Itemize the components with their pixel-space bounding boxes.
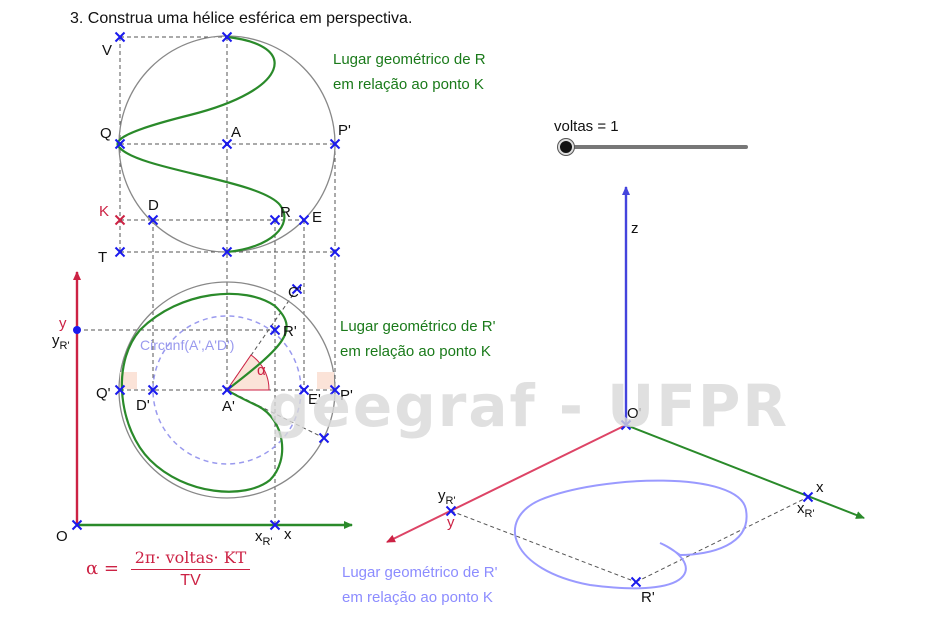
label-K: K xyxy=(99,203,109,220)
locus-r-line-1: Lugar geométrico de R xyxy=(333,51,486,68)
slider-track[interactable] xyxy=(564,145,748,149)
label-z: z xyxy=(631,220,639,237)
marker-Q[interactable] xyxy=(114,138,126,150)
marker-A[interactable] xyxy=(221,138,233,150)
marker-K[interactable] xyxy=(114,214,126,226)
label-Q: Q xyxy=(100,125,112,142)
locus-r-prime-line-2: em relação ao ponto K xyxy=(340,343,491,360)
locus-r-prime-line-1: Lugar geométrico de R' xyxy=(340,318,496,335)
label-P-prime: P' xyxy=(338,122,351,139)
marker-T-right[interactable] xyxy=(329,246,341,258)
formula-numerator: 2π· voltas· KT xyxy=(130,548,251,570)
marker-y-R-prime-3d[interactable] xyxy=(445,505,457,517)
locus-r-annotation: Lugar geométrico de R em relação ao pont… xyxy=(333,47,486,97)
label-R-prime: R' xyxy=(283,323,297,340)
formula-lhs: α = xyxy=(86,558,119,579)
point-markers xyxy=(71,31,814,588)
voltas-slider[interactable] xyxy=(558,139,750,155)
marker-bottom-pole[interactable] xyxy=(221,246,233,258)
formula-fraction: 2π· voltas· KT TV xyxy=(130,548,251,590)
label-y-axis-3d: y xyxy=(447,514,455,531)
circ-a-d-label: Circunf(A',A'D') xyxy=(140,337,234,353)
label-x-axis-3d: x xyxy=(816,479,824,496)
label-xR-3d: xR' xyxy=(797,500,815,520)
label-C-prime: C' xyxy=(288,284,302,301)
label-R-prime-3d: R' xyxy=(641,589,655,606)
helix-front-curve xyxy=(116,35,286,254)
page-title: 3. Construa uma hélice esférica em persp… xyxy=(70,10,413,27)
label-yR-3d: yR' xyxy=(438,487,456,507)
locus-r-prime-annotation: Lugar geométrico de R' em relação ao pon… xyxy=(340,314,495,364)
label-D: D xyxy=(148,197,159,214)
marker-Q-prime[interactable] xyxy=(114,384,126,396)
label-V: V xyxy=(102,42,112,59)
circ-a-d xyxy=(152,315,302,465)
watermark: geegraf - UFPR xyxy=(268,372,790,440)
locus-r-line-2: em relação ao ponto K xyxy=(333,76,484,93)
marker-A-prime[interactable] xyxy=(221,384,233,396)
alpha-formula: α = 2π· voltas· KT TV xyxy=(86,548,251,590)
label-D-prime: D' xyxy=(136,397,150,414)
slider-knob[interactable] xyxy=(558,139,574,155)
projection-lines-3d xyxy=(450,496,809,583)
helix-top-curve xyxy=(120,292,288,493)
right-angle-left xyxy=(120,372,137,389)
label-x-axis: x xyxy=(284,526,292,543)
marker-E-prime[interactable] xyxy=(298,384,310,396)
y-r-prime-dot xyxy=(73,326,81,334)
label-P-prime-2: P' xyxy=(340,387,353,404)
label-A: A xyxy=(231,124,241,141)
marker-lower-diag[interactable] xyxy=(318,432,330,444)
y-axis-3d xyxy=(386,424,627,543)
marker-D-prime[interactable] xyxy=(147,384,159,396)
label-y: y xyxy=(59,315,67,332)
label-E-prime: E' xyxy=(308,391,321,408)
label-Q-prime: Q' xyxy=(96,385,111,402)
marker-O-prime[interactable] xyxy=(620,419,632,431)
label-R: R xyxy=(280,204,291,221)
marker-R-prime-3d[interactable] xyxy=(630,576,642,588)
marker-C-prime[interactable] xyxy=(291,283,303,295)
locus-r-prime-3d-annotation: Lugar geométrico de R' em relação ao pon… xyxy=(342,560,497,610)
marker-P-prime[interactable] xyxy=(329,138,341,150)
label-xR: xR' xyxy=(255,528,273,548)
marker-top-pole[interactable] xyxy=(221,31,233,43)
locus-r-prime-3d xyxy=(513,479,748,590)
label-E: E xyxy=(312,209,322,226)
label-alpha: α xyxy=(257,362,266,379)
right-angle-right xyxy=(317,372,334,389)
label-A-prime: A' xyxy=(222,398,235,415)
x-axis-3d xyxy=(625,424,865,519)
marker-T[interactable] xyxy=(114,246,126,258)
locus-r-prime-3d-line-2: em relação ao ponto K xyxy=(342,589,493,606)
marker-R[interactable] xyxy=(269,214,281,226)
formula-denominator: TV xyxy=(180,572,201,589)
marker-x-R-prime-3d[interactable] xyxy=(802,491,814,503)
label-yR: yR' xyxy=(52,332,70,352)
marker-V[interactable] xyxy=(114,31,126,43)
marker-D[interactable] xyxy=(147,214,159,226)
slider-label: voltas = 1 xyxy=(554,118,619,135)
marker-O[interactable] xyxy=(71,519,83,531)
locus-r-prime-3d-line-1: Lugar geométrico de R' xyxy=(342,564,498,581)
label-O-prime: O' xyxy=(627,405,642,422)
marker-E[interactable] xyxy=(298,214,310,226)
label-T: T xyxy=(98,249,107,266)
marker-P-prime-2[interactable] xyxy=(329,384,341,396)
marker-x-R-prime[interactable] xyxy=(269,519,281,531)
marker-R-prime[interactable] xyxy=(269,324,281,336)
label-O: O xyxy=(56,528,68,545)
